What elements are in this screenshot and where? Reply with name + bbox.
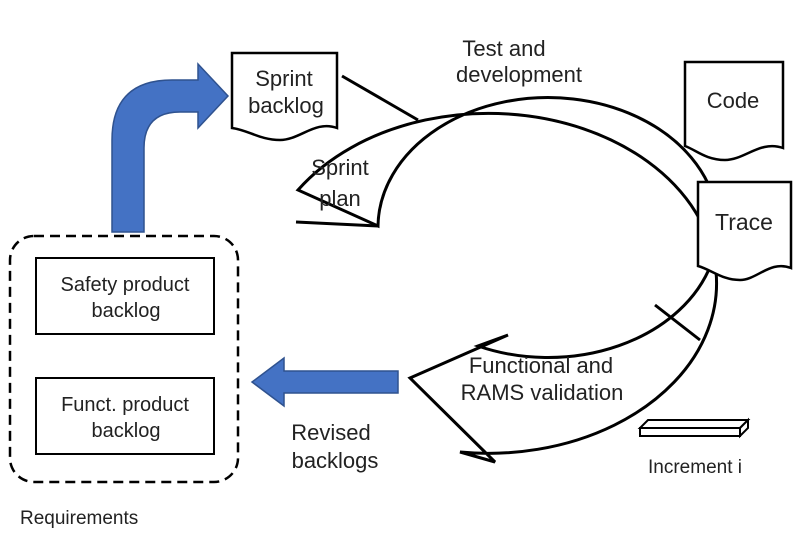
revised-label-1: Revised — [291, 420, 370, 445]
safety-backlog-label-1: Safety product — [61, 274, 190, 296]
increment-label: Increment i — [648, 457, 742, 478]
ring-divider-top — [341, 74, 419, 122]
requirements-label: Requirements — [20, 508, 138, 529]
sprint-backlog-label-1: Sprint — [255, 66, 312, 91]
funct-backlog-label-1: Funct. product — [61, 394, 189, 416]
funct-product-backlog-box — [35, 377, 215, 455]
sprint-cycle-ring — [295, 96, 720, 464]
revised-backlogs-arrow — [250, 356, 399, 408]
to-sprint-backlog-arrow — [111, 62, 230, 233]
safety-product-backlog-box — [35, 257, 215, 335]
validation-label-2: RAMS validation — [461, 380, 624, 405]
trace-label: Trace — [715, 209, 773, 235]
increment-block — [637, 417, 751, 439]
sprint-backlog-label-2: backlog — [248, 93, 324, 118]
trace-document — [696, 180, 793, 282]
test-dev-label-2: development — [456, 62, 582, 87]
validation-label-1: Functional and — [469, 353, 613, 378]
ring-divider-plan — [295, 220, 379, 228]
revised-label-2: backlogs — [292, 448, 379, 473]
requirements-container — [8, 234, 240, 484]
sprint-plan-label-1: Sprint — [311, 155, 368, 180]
ring-divider-right — [654, 303, 701, 342]
sprint-plan-label-2: plan — [319, 186, 361, 211]
safety-backlog-label-2: backlog — [92, 300, 161, 322]
test-dev-label-1: Test and — [462, 36, 545, 61]
code-document — [683, 60, 785, 162]
funct-backlog-label-2: backlog — [92, 420, 161, 442]
code-label: Code — [707, 88, 760, 113]
sprint-backlog-document — [230, 51, 339, 142]
